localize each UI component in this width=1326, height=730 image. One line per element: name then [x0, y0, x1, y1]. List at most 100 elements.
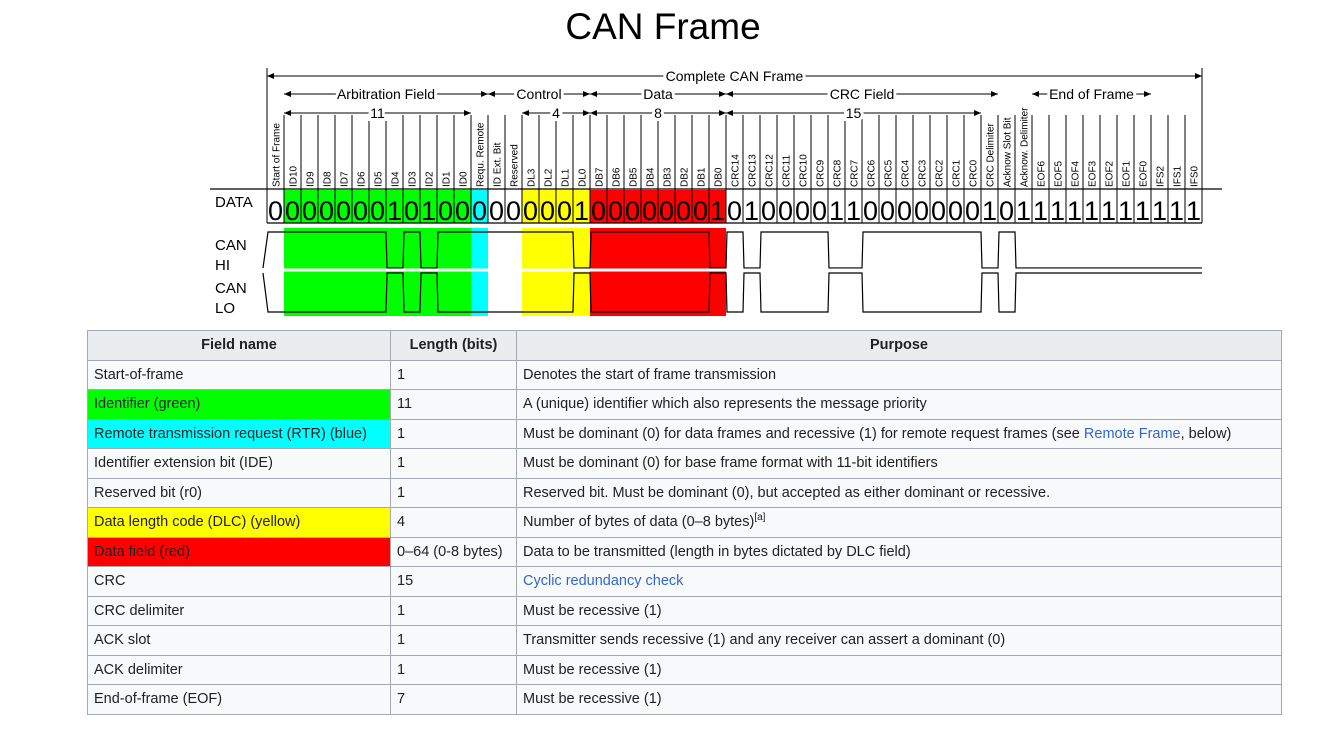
- bit-label: DB4: [646, 167, 657, 187]
- span-control-len-arrow-left: [522, 110, 529, 116]
- data-bit-highlight: [573, 190, 590, 223]
- bit-value: 0: [353, 196, 368, 226]
- data-bit-highlight: [403, 190, 420, 223]
- signal-highlight: [743, 228, 760, 316]
- span-complete-label: Complete CAN Frame: [666, 68, 804, 84]
- bit-value: 0: [404, 196, 419, 226]
- span-data-label: Data: [643, 86, 673, 102]
- bit-value: 1: [1169, 196, 1184, 226]
- signal-highlight: [607, 228, 624, 316]
- signal-highlight: [1117, 228, 1134, 316]
- bit-label: ID1: [442, 171, 453, 187]
- purpose-text: Must be recessive (1): [523, 691, 662, 708]
- bit-value: 0: [676, 196, 691, 226]
- bit-label: CRC10: [799, 154, 810, 187]
- bit-label: EOF1: [1122, 160, 1133, 187]
- bit-label: CRC12: [765, 154, 776, 187]
- bit-label: DB6: [612, 167, 623, 187]
- span-crc-len-arrow-right: [974, 110, 981, 116]
- cell-purpose: Cyclic redundancy check: [516, 566, 1282, 597]
- bit-label: DB5: [629, 167, 640, 187]
- span-complete-arrow-right: [1195, 73, 1202, 79]
- signal-highlight: [1151, 228, 1168, 316]
- bit-label: DB3: [663, 167, 674, 187]
- span-data-arrow-right: [719, 91, 726, 97]
- span-arbitration-len-label: 11: [370, 105, 385, 121]
- data-bit-highlight: [624, 190, 641, 223]
- bit-label: CRC9: [816, 159, 827, 187]
- data-bit-highlight: [658, 190, 675, 223]
- data-bit-highlight: [386, 190, 403, 223]
- bit-label: CRC11: [782, 155, 793, 187]
- row-label-can-hi: CAN: [215, 237, 247, 254]
- signal-highlight: [1083, 228, 1100, 316]
- bit-label: Acknow Slot Bit: [1003, 117, 1014, 187]
- table-row: Data field (red)0–64 (0-8 bytes)Data to …: [87, 536, 1282, 567]
- bit-value: 0: [608, 196, 623, 226]
- bit-label: DL3: [527, 168, 538, 187]
- purpose-text: Must be dominant (0) for base frame form…: [523, 455, 938, 472]
- signal-highlight: [1168, 228, 1185, 316]
- bit-value: 1: [387, 196, 402, 226]
- data-bit-highlight: [335, 190, 352, 223]
- signal-highlight: [1049, 228, 1066, 316]
- bit-value: 0: [693, 196, 708, 226]
- bit-label: CRC6: [867, 159, 878, 187]
- footnote-link[interactable]: [a]: [754, 512, 766, 524]
- signal-highlight: [624, 228, 641, 316]
- signal-highlight: [284, 228, 301, 316]
- signal-highlight: [862, 228, 879, 316]
- cell-length: 4: [390, 507, 517, 538]
- bit-label: CRC0: [969, 159, 980, 187]
- purpose-link[interactable]: Cyclic redundancy check: [523, 573, 684, 590]
- bit-label: DL2: [544, 168, 555, 187]
- span-control-arrow-right: [583, 91, 590, 97]
- data-bit-highlight: [675, 190, 692, 223]
- signal-highlight: [573, 228, 590, 316]
- cell-purpose: Must be recessive (1): [516, 654, 1282, 685]
- bit-label: CRC4: [901, 159, 912, 187]
- signal-highlight: [879, 228, 896, 316]
- bit-label: ID6: [357, 171, 368, 187]
- bit-label: Acknow. Delimiter: [1020, 107, 1031, 187]
- cell-field-name: Remote transmission request (RTR) (blue): [87, 418, 391, 449]
- cell-length: 1: [390, 477, 517, 508]
- bit-label: CRC3: [918, 159, 929, 187]
- signal-highlight: [947, 228, 964, 316]
- bit-value: 0: [778, 196, 793, 226]
- span-control-len-label: 4: [552, 105, 560, 121]
- bit-value: 1: [1186, 196, 1201, 226]
- table-header-row: Field name Length (bits) Purpose: [87, 330, 1282, 361]
- bit-label: ID5: [374, 171, 385, 187]
- signal-highlight: [590, 228, 607, 316]
- bit-label: CRC Delimiter: [986, 122, 997, 187]
- span-arbitration-arrow-right: [481, 91, 488, 97]
- bit-value: 0: [336, 196, 351, 226]
- bit-value: 1: [1135, 196, 1150, 226]
- bit-value: 0: [506, 196, 521, 226]
- bit-label: DL0: [578, 168, 589, 187]
- signal-highlight: [301, 228, 318, 316]
- bit-value: 1: [846, 196, 861, 226]
- bit-label: IFS2: [1156, 165, 1167, 187]
- row-label-can-hi: HI: [215, 257, 230, 274]
- signal-highlight: [318, 228, 335, 316]
- purpose-link[interactable]: Remote Frame: [1083, 425, 1181, 442]
- cell-field-name: Reserved bit (r0): [87, 477, 391, 508]
- cell-purpose: Reserved bit. Must be dominant (0), but …: [516, 477, 1282, 508]
- span-crc-label: CRC Field: [830, 86, 895, 102]
- signal-highlight: [709, 228, 726, 316]
- span-crc-len-label: 15: [846, 105, 862, 121]
- signal-highlight: [386, 228, 403, 316]
- signal-highlight: [913, 228, 930, 316]
- bit-value: 1: [574, 196, 589, 226]
- cell-length: 11: [390, 389, 517, 420]
- signal-highlight: [794, 228, 811, 316]
- signal-highlight: [811, 228, 828, 316]
- bit-value: 0: [591, 196, 606, 226]
